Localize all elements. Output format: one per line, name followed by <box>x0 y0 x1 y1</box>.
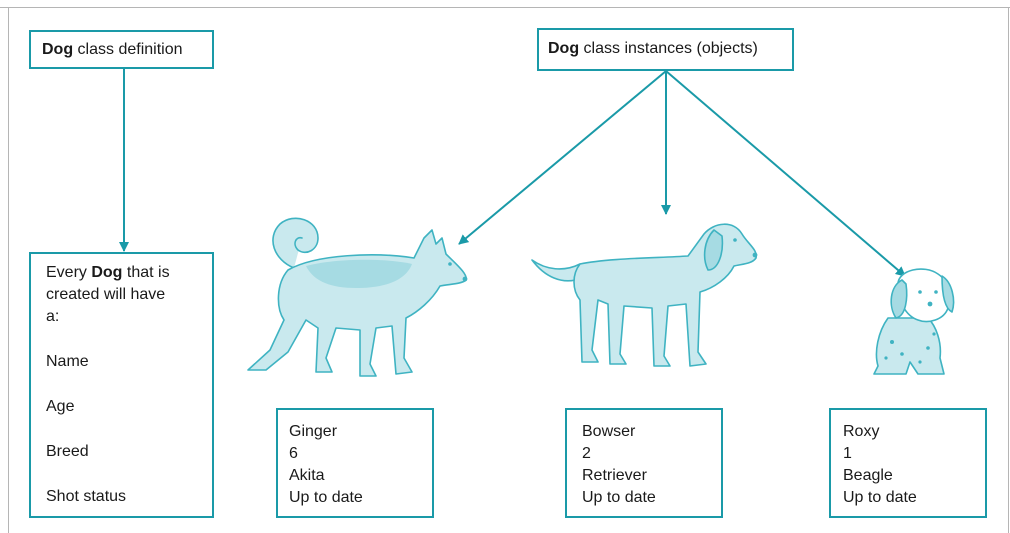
arrow-instances-to-ginger <box>458 70 667 245</box>
frame-left-border <box>8 7 9 533</box>
frame-right-border <box>1008 7 1009 533</box>
class-definition-suffix: class definition <box>73 41 183 58</box>
field-age: Age <box>46 398 75 415</box>
definition-intro-line3: a: <box>46 308 60 325</box>
field-shot-status: Shot status <box>46 488 127 505</box>
class-definition-label: Dog class definition <box>29 30 214 69</box>
definition-intro-line2: created will have <box>46 286 166 303</box>
instance-box-roxy: Roxy 1 Beagle Up to date <box>829 408 987 518</box>
instance-age: 6 <box>289 445 298 462</box>
retriever-dog-illustration <box>531 223 758 367</box>
instance-shot-status: Up to date <box>582 489 656 506</box>
instance-shot-status: Up to date <box>289 489 363 506</box>
class-definition-attributes-box: Every Dog that is created will have a: N… <box>29 252 214 518</box>
definition-intro-keyword: Dog <box>91 264 123 281</box>
instance-breed: Akita <box>289 467 325 484</box>
akita-dog-illustration <box>247 217 468 377</box>
class-instances-suffix: class instances (objects) <box>579 40 758 57</box>
instance-age: 2 <box>582 445 591 462</box>
instance-shot-status: Up to date <box>843 489 917 506</box>
definition-intro-prefix: Every <box>46 264 92 281</box>
instance-breed: Retriever <box>582 467 647 484</box>
instance-name: Ginger <box>289 423 338 440</box>
frame-top-border <box>0 7 1010 8</box>
instance-name: Bowser <box>582 423 636 440</box>
instance-breed: Beagle <box>843 467 893 484</box>
field-name: Name <box>46 353 89 370</box>
class-definition-keyword: Dog <box>42 41 74 58</box>
class-instances-label: Dog class instances (objects) <box>537 28 794 71</box>
field-breed: Breed <box>46 443 89 460</box>
instance-name: Roxy <box>843 423 880 440</box>
instance-age: 1 <box>843 445 852 462</box>
class-instances-keyword: Dog <box>548 40 580 57</box>
definition-intro-suffix: that is <box>122 264 170 281</box>
beagle-puppy-illustration <box>873 268 955 375</box>
definition-intro-line1: Every Dog that is <box>46 262 212 284</box>
arrow-instances-to-roxy <box>665 70 906 277</box>
instance-box-bowser: Bowser 2 Retriever Up to date <box>565 408 723 518</box>
instance-box-ginger: Ginger 6 Akita Up to date <box>276 408 434 518</box>
